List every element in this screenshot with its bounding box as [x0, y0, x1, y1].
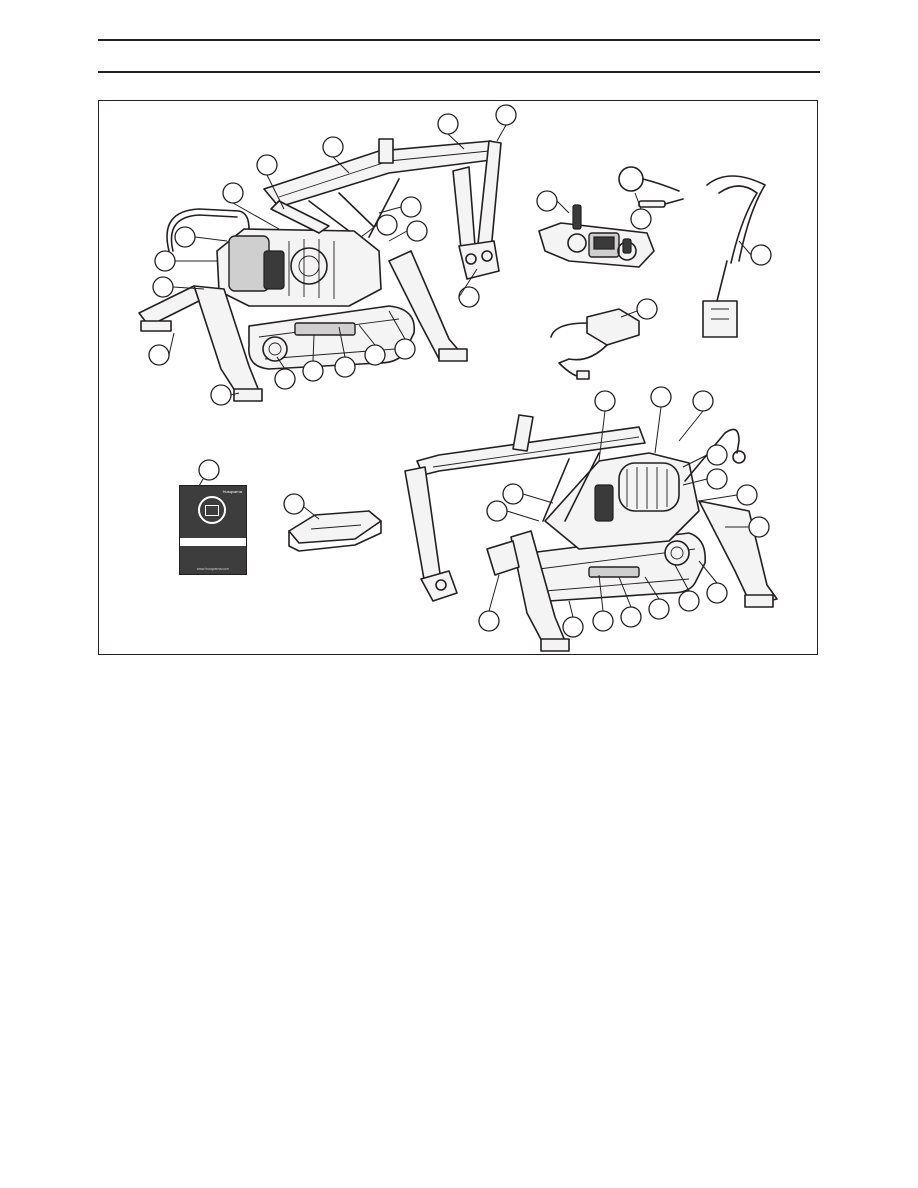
callout-marker [401, 197, 421, 217]
callout-marker [595, 391, 615, 411]
callout-marker [593, 611, 613, 631]
callout-marker [707, 445, 727, 465]
callout-marker [637, 299, 657, 319]
callout-marker [631, 209, 651, 229]
callout-marker [153, 277, 173, 297]
callout-marker [303, 361, 323, 381]
callout-marker [679, 591, 699, 611]
callout-marker [487, 501, 507, 521]
manual-brand-label: Husqvarna [223, 489, 242, 494]
battery-charger [551, 309, 639, 379]
callout-marker [211, 385, 231, 405]
callout-marker [707, 583, 727, 603]
callout-marker [737, 485, 757, 505]
callout-marker [537, 191, 557, 211]
manual-title-band [180, 538, 246, 546]
callout-marker [563, 617, 583, 637]
callout-marker [693, 391, 713, 411]
callout-marker [335, 357, 355, 377]
machine-front-view [139, 139, 501, 401]
callout-marker [407, 221, 427, 241]
callout-marker [155, 251, 175, 271]
callout-marker [365, 345, 385, 365]
callout-marker [651, 387, 671, 407]
callout-marker [395, 339, 415, 359]
callout-marker [257, 155, 277, 175]
callout-marker [149, 345, 169, 365]
callout-marker [707, 469, 727, 489]
remote-cable [619, 167, 683, 207]
callout-marker [223, 183, 243, 203]
callout-marker [503, 484, 523, 504]
callout-marker [199, 460, 219, 480]
callout-marker [175, 227, 195, 247]
callout-marker [751, 245, 771, 265]
callout-marker [284, 494, 304, 514]
callout-marker [749, 517, 769, 537]
callout-marker [323, 137, 343, 157]
operator-manual: Husqvarna www.husqvarna.com [179, 485, 247, 575]
callout-marker [479, 611, 499, 631]
header-rule-top [98, 39, 820, 41]
callout-marker [377, 215, 397, 235]
manual-url-label: www.husqvarna.com [180, 567, 246, 571]
callout-marker [275, 369, 295, 389]
parts-overview-figure: Husqvarna www.husqvarna.com [98, 100, 818, 655]
toolbox [289, 511, 381, 551]
book-icon [198, 496, 226, 524]
callout-marker [459, 287, 479, 307]
callout-marker [621, 607, 641, 627]
callout-marker [649, 599, 669, 619]
header-rule-bottom [98, 71, 820, 73]
callout-marker [496, 105, 516, 125]
callout-marker [438, 114, 458, 134]
